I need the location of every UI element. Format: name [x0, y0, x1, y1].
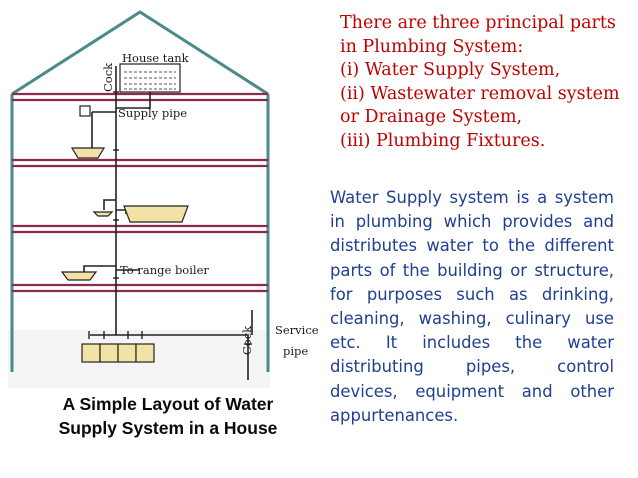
caption-line-1: A Simple Layout of Water	[62, 394, 274, 414]
intro-line-6: (iii) Plumbing Fixtures.	[340, 130, 546, 151]
intro-line-2: in Plumbing System:	[340, 36, 524, 57]
caption-line-2: Supply System in a House	[58, 418, 278, 438]
intro-line-5: or Drainage System,	[340, 107, 523, 127]
intro-line-4: (ii) Wastewater removal system	[340, 83, 620, 104]
label-cock-bottom: Cock	[240, 325, 254, 355]
floor-bands	[12, 92, 268, 293]
intro-line-3: (i) Water Supply System,	[340, 60, 561, 80]
label-house-tank: House tank	[122, 51, 190, 65]
water-supply-description: Water Supply system is a system in plumb…	[330, 188, 614, 425]
label-supply-pipe: Supply pipe	[118, 106, 187, 120]
basin-fixture-top	[70, 147, 106, 159]
pipe-valves	[88, 149, 252, 345]
label-to-range-boiler: To range boiler	[120, 263, 209, 277]
label-service: Service	[275, 323, 319, 337]
tank-water	[124, 71, 176, 90]
intro-text: There are three principal parts in Plumb…	[340, 12, 632, 153]
supply-valve-box	[79, 105, 91, 117]
house-roof	[11, 10, 269, 96]
ground-fixtures	[81, 343, 155, 363]
label-pipe: pipe	[283, 344, 308, 358]
water-supply-diagram: House tank Cock Supply pipe To range boi…	[8, 10, 319, 388]
intro-line-1: There are three principal parts	[340, 13, 616, 33]
sink-fixture-small	[92, 211, 114, 217]
label-cock-top: Cock	[101, 62, 115, 92]
basin-fixture-mid	[60, 271, 98, 281]
diagram-caption: A Simple Layout of Water Supply System i…	[22, 392, 314, 440]
supply-pipe-network	[83, 92, 253, 380]
bathtub-fixture	[123, 205, 189, 223]
